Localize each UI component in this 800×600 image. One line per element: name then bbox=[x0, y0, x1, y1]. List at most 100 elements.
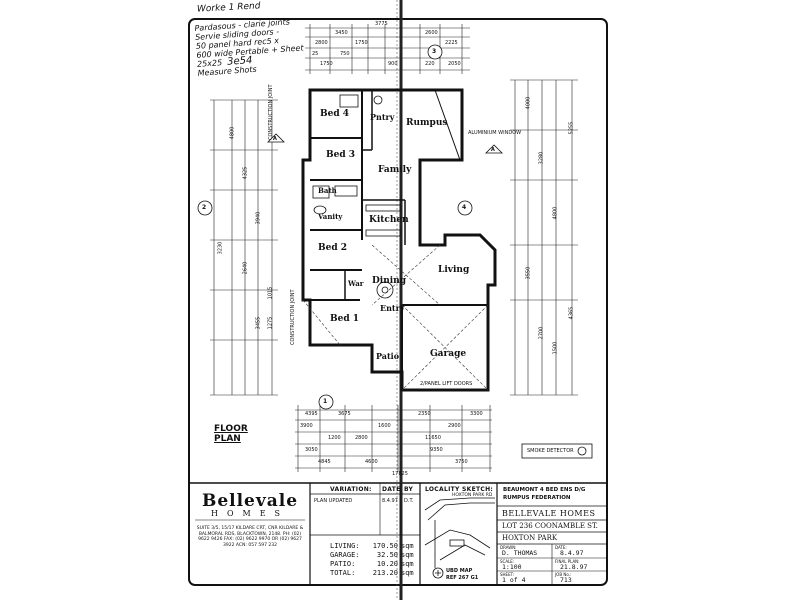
area-row: PATIO: 10.20 sqm bbox=[330, 560, 418, 569]
design-line-2: RUMPUS FEDERATION bbox=[503, 495, 571, 501]
dim-bottom: 17825 bbox=[392, 471, 408, 477]
section-marker-1: 1 bbox=[323, 398, 328, 405]
floor-plan-label: FLOOR PLAN bbox=[214, 424, 248, 444]
room-label-bed4: Bed 4 bbox=[320, 109, 350, 119]
scale-value: 1:100 bbox=[502, 563, 522, 571]
room-label-bed2: Bed 2 bbox=[318, 243, 348, 253]
brand-subname: HOMES bbox=[210, 509, 290, 518]
area-label: TOTAL: bbox=[330, 569, 356, 577]
room-label-bath: Bath bbox=[318, 186, 337, 195]
dim-left: 1275 bbox=[267, 316, 274, 330]
section-marker-shapes bbox=[197, 44, 503, 410]
company-name: BELLEVALE HOMES bbox=[502, 509, 596, 518]
room-label-pantry: Pntry bbox=[370, 112, 395, 122]
variation-date: 8.4.97 bbox=[382, 498, 398, 504]
dim-bottom: 1200 bbox=[328, 435, 341, 441]
section-marker-a-left: A bbox=[273, 136, 277, 142]
room-label-living: Living bbox=[438, 265, 470, 275]
room-label-garage: Garage bbox=[430, 349, 467, 359]
dim-top: 900 bbox=[388, 61, 398, 67]
construction-joint-bottom: CONSTRUCTION JOINT bbox=[290, 289, 296, 346]
area-row: LIVING: 170.50 sqm bbox=[330, 542, 418, 551]
dim-top: 2050 bbox=[448, 61, 461, 67]
sheet-value: 1 of 4 bbox=[502, 576, 526, 584]
dim-top: 2600 bbox=[425, 30, 438, 36]
dim-top: 3775 bbox=[375, 21, 388, 27]
construction-joint-top: CONSTRUCTION JOINT bbox=[268, 84, 274, 141]
top-dimension-lines bbox=[305, 24, 470, 74]
area-unit: sqm bbox=[401, 569, 414, 577]
section-marker-2: 2 bbox=[202, 204, 207, 211]
dim-bottom: 2900 bbox=[448, 423, 461, 429]
dim-top: 1750 bbox=[320, 61, 333, 67]
company-address: SUITE 3/5, 15/17 KILDARE CRT, CNR KILDAR… bbox=[196, 526, 304, 548]
job-value: 713 bbox=[560, 576, 572, 584]
room-label-bed1: Bed 1 bbox=[330, 314, 360, 324]
dim-bottom: 3300 bbox=[470, 411, 483, 417]
final-plan-value: 21.8.97 bbox=[560, 563, 588, 571]
dim-left: 2640 bbox=[242, 261, 249, 275]
dim-right: 1500 bbox=[552, 341, 559, 355]
dim-bottom: 3050 bbox=[305, 447, 318, 453]
dim-left: 3230 bbox=[217, 241, 224, 255]
area-value: 32.50 bbox=[376, 551, 398, 559]
title-block-grid bbox=[195, 483, 607, 585]
date-label: DATE: bbox=[555, 545, 567, 550]
section-marker-a-right: A bbox=[491, 147, 495, 153]
area-unit: sqm bbox=[401, 551, 414, 559]
sheet-label: SHEET: bbox=[500, 572, 514, 577]
smoke-detector-label: SMOKE DETECTOR bbox=[527, 448, 574, 454]
dim-bottom: 3900 bbox=[300, 423, 313, 429]
room-label-war: War bbox=[348, 279, 364, 288]
area-label: LIVING: bbox=[330, 542, 360, 550]
area-unit: sqm bbox=[401, 560, 414, 568]
right-dimension-lines bbox=[510, 79, 578, 396]
date-value: 8.4.97 bbox=[560, 549, 584, 557]
room-label-bed3: Bed 3 bbox=[326, 150, 356, 160]
dim-left: 3455 bbox=[255, 316, 262, 330]
drawn-value: D. THOMAS bbox=[502, 549, 538, 557]
lot-address: LOT 236 COONAMBLE ST. bbox=[502, 522, 598, 530]
dim-left: 3940 bbox=[255, 211, 262, 225]
dim-left: 1015 bbox=[267, 286, 274, 300]
room-label-entry: Entry bbox=[380, 303, 405, 313]
sheet-border bbox=[188, 18, 608, 586]
dim-left: 4800 bbox=[229, 126, 236, 140]
roof-hip-lines bbox=[302, 244, 489, 391]
locality-road-label: HOXTON PARK RD bbox=[452, 493, 493, 498]
dim-bottom: 4845 bbox=[318, 459, 331, 465]
final-plan-label: FINAL PLAN: bbox=[555, 559, 580, 564]
dim-left: 4325 bbox=[242, 166, 249, 180]
building-walls bbox=[301, 88, 497, 392]
dim-top: 2800 bbox=[315, 40, 328, 46]
dim-right: 2700 bbox=[538, 326, 545, 340]
dim-bottom: 3675 bbox=[338, 411, 351, 417]
room-label-kitchen: Kitchen bbox=[369, 215, 409, 225]
smoke-detector-box bbox=[521, 443, 593, 459]
dim-right: 4000 bbox=[525, 96, 532, 110]
dim-bottom: 9350 bbox=[430, 447, 443, 453]
area-value: 10.20 bbox=[376, 560, 398, 568]
area-value: 170.50 bbox=[372, 542, 398, 550]
bottom-dimension-lines bbox=[295, 405, 492, 472]
dim-bottom: 4395 bbox=[305, 411, 318, 417]
room-label-vanity: Vanity bbox=[318, 212, 343, 221]
area-label: GARAGE: bbox=[330, 551, 360, 559]
left-dimension-lines bbox=[210, 99, 278, 396]
dim-right: 5255 bbox=[568, 121, 575, 135]
room-label-rumpus: Rumpus bbox=[406, 118, 448, 128]
locality-sketch-roads bbox=[424, 497, 495, 579]
dim-right: 4365 bbox=[568, 306, 575, 320]
dim-right: 3550 bbox=[525, 266, 532, 280]
dim-bottom: 4600 bbox=[365, 459, 378, 465]
by-header: BY bbox=[404, 486, 414, 493]
area-row: TOTAL: 213.20 sqm bbox=[330, 569, 418, 578]
dim-top: 220 bbox=[425, 61, 435, 67]
dim-bottom: 11650 bbox=[425, 435, 441, 441]
dim-right: 3280 bbox=[538, 151, 545, 165]
design-line-1: BEAUMONT 4 BED ENS D/G bbox=[503, 487, 586, 493]
panel-lift-doors-label: 2/PANEL LIFT DOORS bbox=[420, 381, 473, 387]
job-label: JOB No.: bbox=[555, 572, 572, 577]
